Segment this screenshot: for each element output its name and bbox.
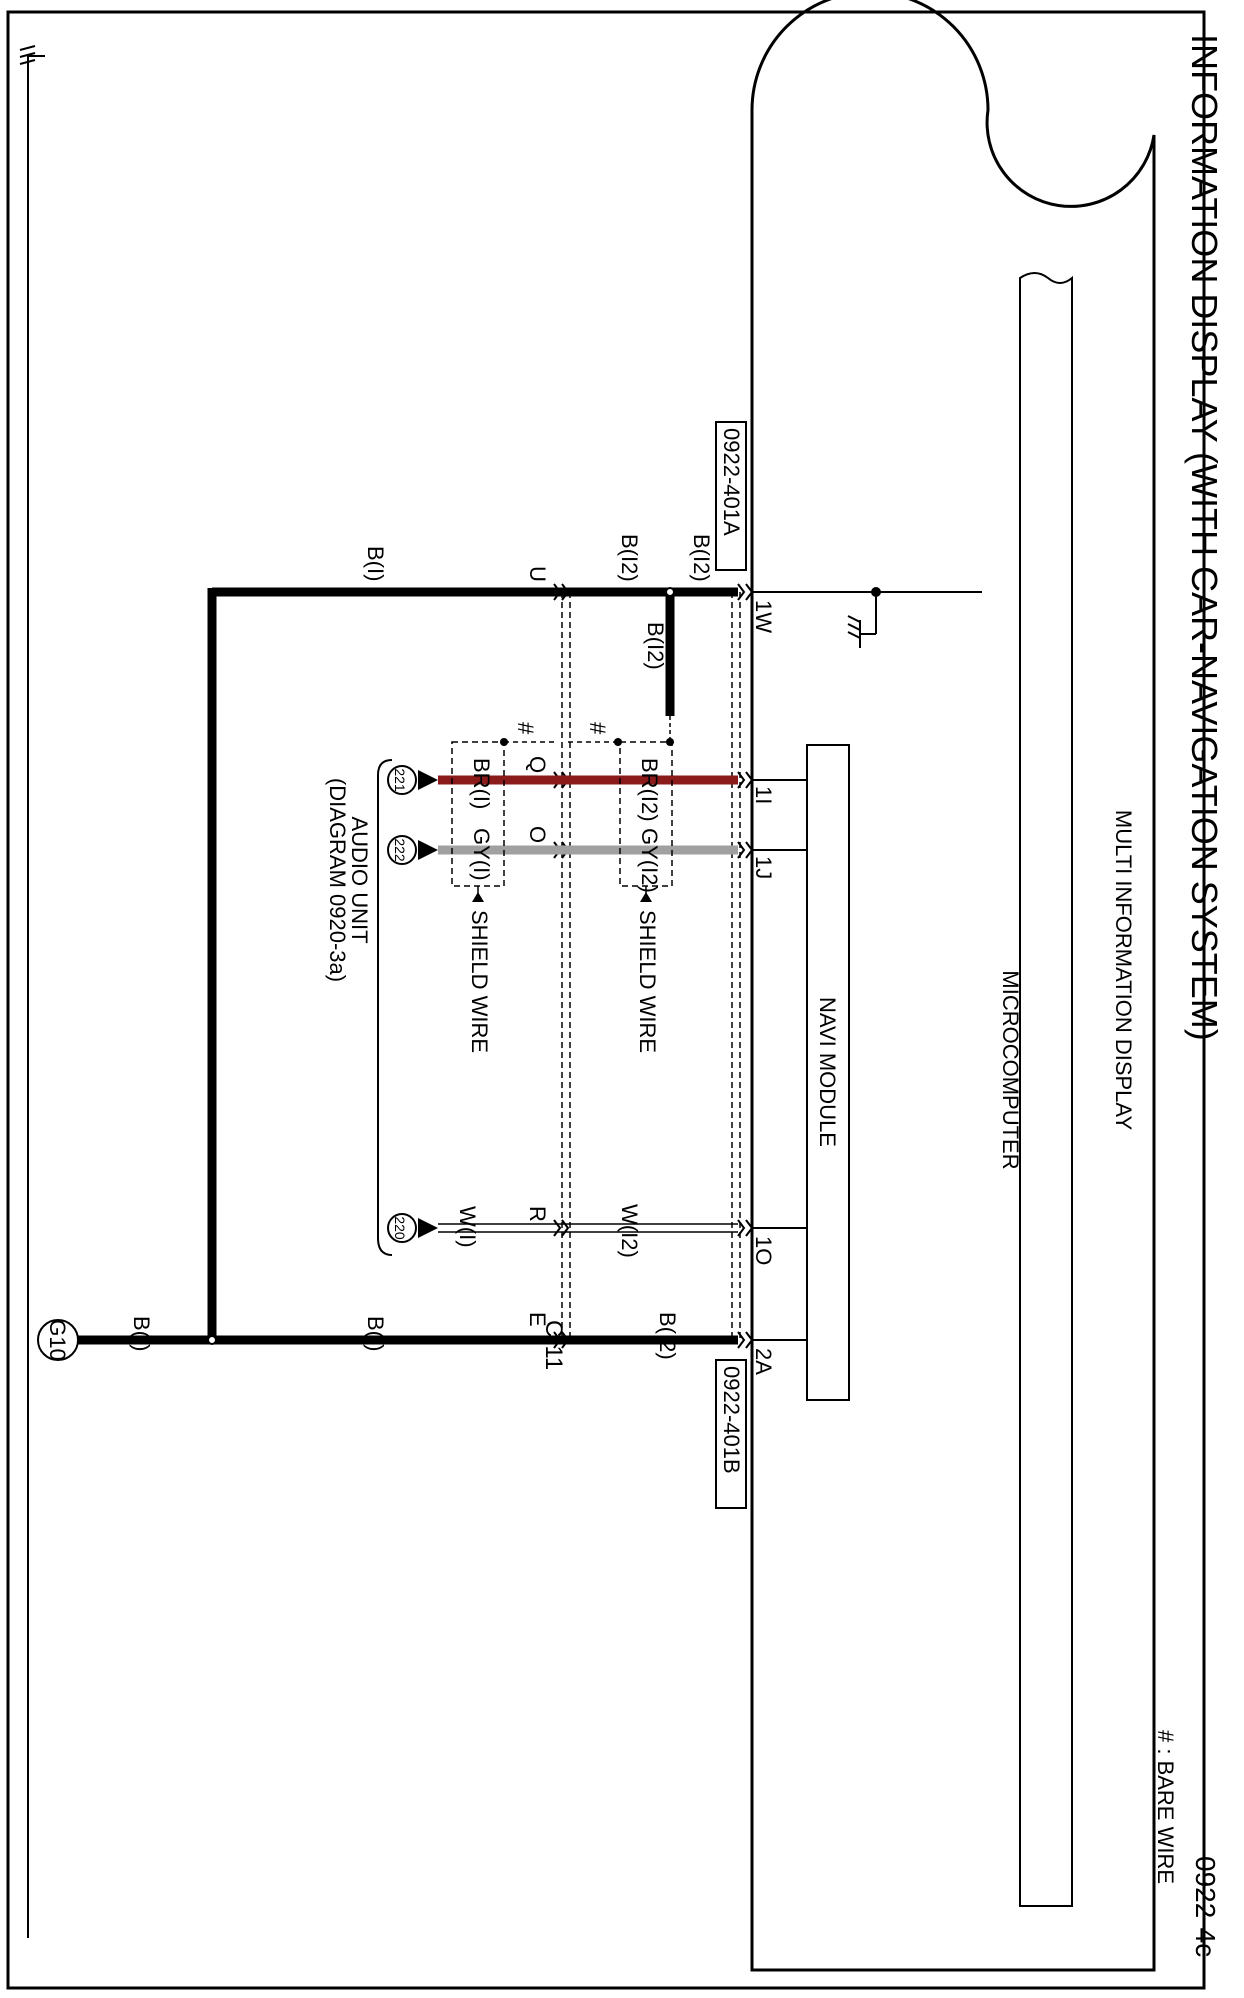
- wire-label-gy-i: GY(I): [469, 828, 494, 881]
- navi-module-box: [806, 744, 850, 1401]
- microcomputer-label: MICROCOMPUTER: [998, 970, 1023, 1169]
- multi-info-display-label: MULTI INFORMATION DISPLAY: [1111, 810, 1136, 1131]
- wire-label-b-i2-u: B(I2): [617, 534, 642, 582]
- wire-label-gy-i2: GY(I2): [637, 828, 662, 893]
- terminal-221: [387, 765, 417, 795]
- bare-mark-2: #: [513, 722, 538, 735]
- connector-ref-a-box: [715, 421, 747, 571]
- audio-unit-bracket: [377, 759, 393, 1256]
- wire-label-b-i-top: B(I): [363, 546, 388, 581]
- junction-branch: [665, 587, 675, 597]
- wire-label-b-i-mid: B(I): [363, 1316, 388, 1351]
- shield-arrow-i: [472, 892, 484, 902]
- audio-unit-label: AUDIO UNIT: [347, 816, 372, 943]
- wire-label-b-i2-bottom: B(I2): [655, 1312, 680, 1360]
- bare-mark-1: #: [585, 722, 610, 735]
- junction-1w: [871, 587, 881, 597]
- ground-symbol: [19, 45, 45, 65]
- pin-e: E: [525, 1312, 550, 1327]
- terminal-221-label: 221: [392, 768, 408, 792]
- wire-label-w-i2: W(I2): [617, 1204, 642, 1258]
- audio-unit-ref: (DIAGRAM 0920-3a): [325, 778, 350, 982]
- wire-label-br-i: BR(I): [469, 758, 494, 809]
- wire-label-w-i: W(I): [455, 1206, 480, 1248]
- pin-r: R: [525, 1206, 550, 1222]
- connector-401-shield: [731, 592, 741, 1340]
- page-title: INFORMATION DISPLAY (WITH CAR-NAVIGATION…: [1184, 34, 1225, 1041]
- page-frame: [6, 10, 1206, 1990]
- shield-dot-i2b: [666, 738, 674, 746]
- terminal-220-label: 220: [392, 1216, 408, 1240]
- terminal-222: [387, 835, 417, 865]
- wire-w: [438, 1223, 738, 1233]
- wire-label-br-i2: BR(I2): [637, 758, 662, 822]
- chassis-ground-symbol: [847, 615, 861, 648]
- connector-ref-b: 0922-401B: [719, 1366, 744, 1474]
- connector-ref-a: 0922-401A: [719, 428, 744, 536]
- pin-1j: 1J: [751, 856, 776, 879]
- ground-1w-wire: [752, 591, 982, 635]
- pin-2a: 2A: [751, 1348, 776, 1375]
- shield-wire-label-i2: SHIELD WIRE: [635, 910, 660, 1053]
- multi-info-display-outline: [750, 0, 1156, 1972]
- pin-u: U: [525, 566, 550, 582]
- wire-label-b-i2-branch: B(I2): [643, 622, 668, 670]
- navi-module-label: NAVI MODULE: [815, 997, 840, 1147]
- wire-label-b-i2-1w: B(I2): [689, 534, 714, 582]
- shield-arrow-i2: [640, 892, 652, 902]
- shield-wire-label-i: SHIELD WIRE: [467, 910, 492, 1053]
- microcomputer-box: [1019, 272, 1073, 1907]
- ground-g10: [37, 1319, 79, 1361]
- wire-label-b-i-ground: B(I): [129, 1316, 154, 1351]
- bare-wire-note: # : BARE WIRE: [1153, 1730, 1178, 1884]
- pin-q: Q: [525, 756, 550, 773]
- navi-stubs: [752, 779, 807, 1341]
- connector-c11-chevrons: [553, 583, 570, 1349]
- connector-c11: C-11: [540, 1320, 567, 1370]
- terminal-arrow-220: [418, 1218, 438, 1238]
- connector-c11-shield: [561, 592, 571, 1340]
- terminal-220: [387, 1213, 417, 1243]
- diagram-code: 0922-4c: [1190, 1856, 1221, 1957]
- pin-1w: 1W: [751, 600, 776, 633]
- terminal-arrow-221: [418, 770, 438, 790]
- connector-ref-b-box: [715, 1359, 747, 1509]
- terminal-222-label: 222: [392, 838, 408, 862]
- terminal-arrow-222: [418, 840, 438, 860]
- junction-left-bottom: [207, 1335, 217, 1345]
- ground-g10-label: G10: [45, 1319, 70, 1361]
- pin-1i: 1I: [751, 786, 776, 804]
- pin-1o: 1O: [751, 1236, 776, 1265]
- pin-o: O: [525, 826, 550, 843]
